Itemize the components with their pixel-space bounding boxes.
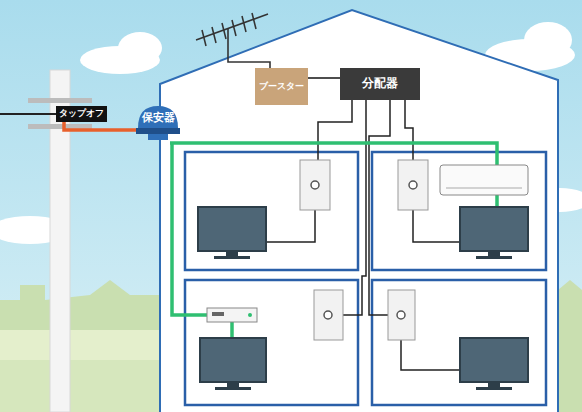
antenna bbox=[196, 13, 270, 68]
node-label: タップオフ bbox=[59, 109, 104, 119]
node-label: 保安器 bbox=[142, 112, 175, 124]
booster-box: ブースター bbox=[255, 68, 308, 105]
coax-wires bbox=[265, 100, 460, 370]
set-top-box bbox=[207, 308, 257, 322]
node-label: ブースター bbox=[259, 82, 304, 92]
televisions bbox=[198, 207, 528, 390]
node-label: 分配器 bbox=[362, 77, 398, 90]
protector-dome: 保安器 bbox=[136, 102, 180, 142]
drop-cable bbox=[64, 122, 136, 130]
air-conditioner bbox=[440, 165, 528, 195]
tap-off-label: タップオフ bbox=[56, 106, 107, 122]
house-outline bbox=[160, 10, 558, 412]
splitter-box: 分配器 bbox=[340, 68, 420, 100]
antenna-cable bbox=[308, 77, 340, 79]
wall-outlets bbox=[300, 160, 428, 340]
